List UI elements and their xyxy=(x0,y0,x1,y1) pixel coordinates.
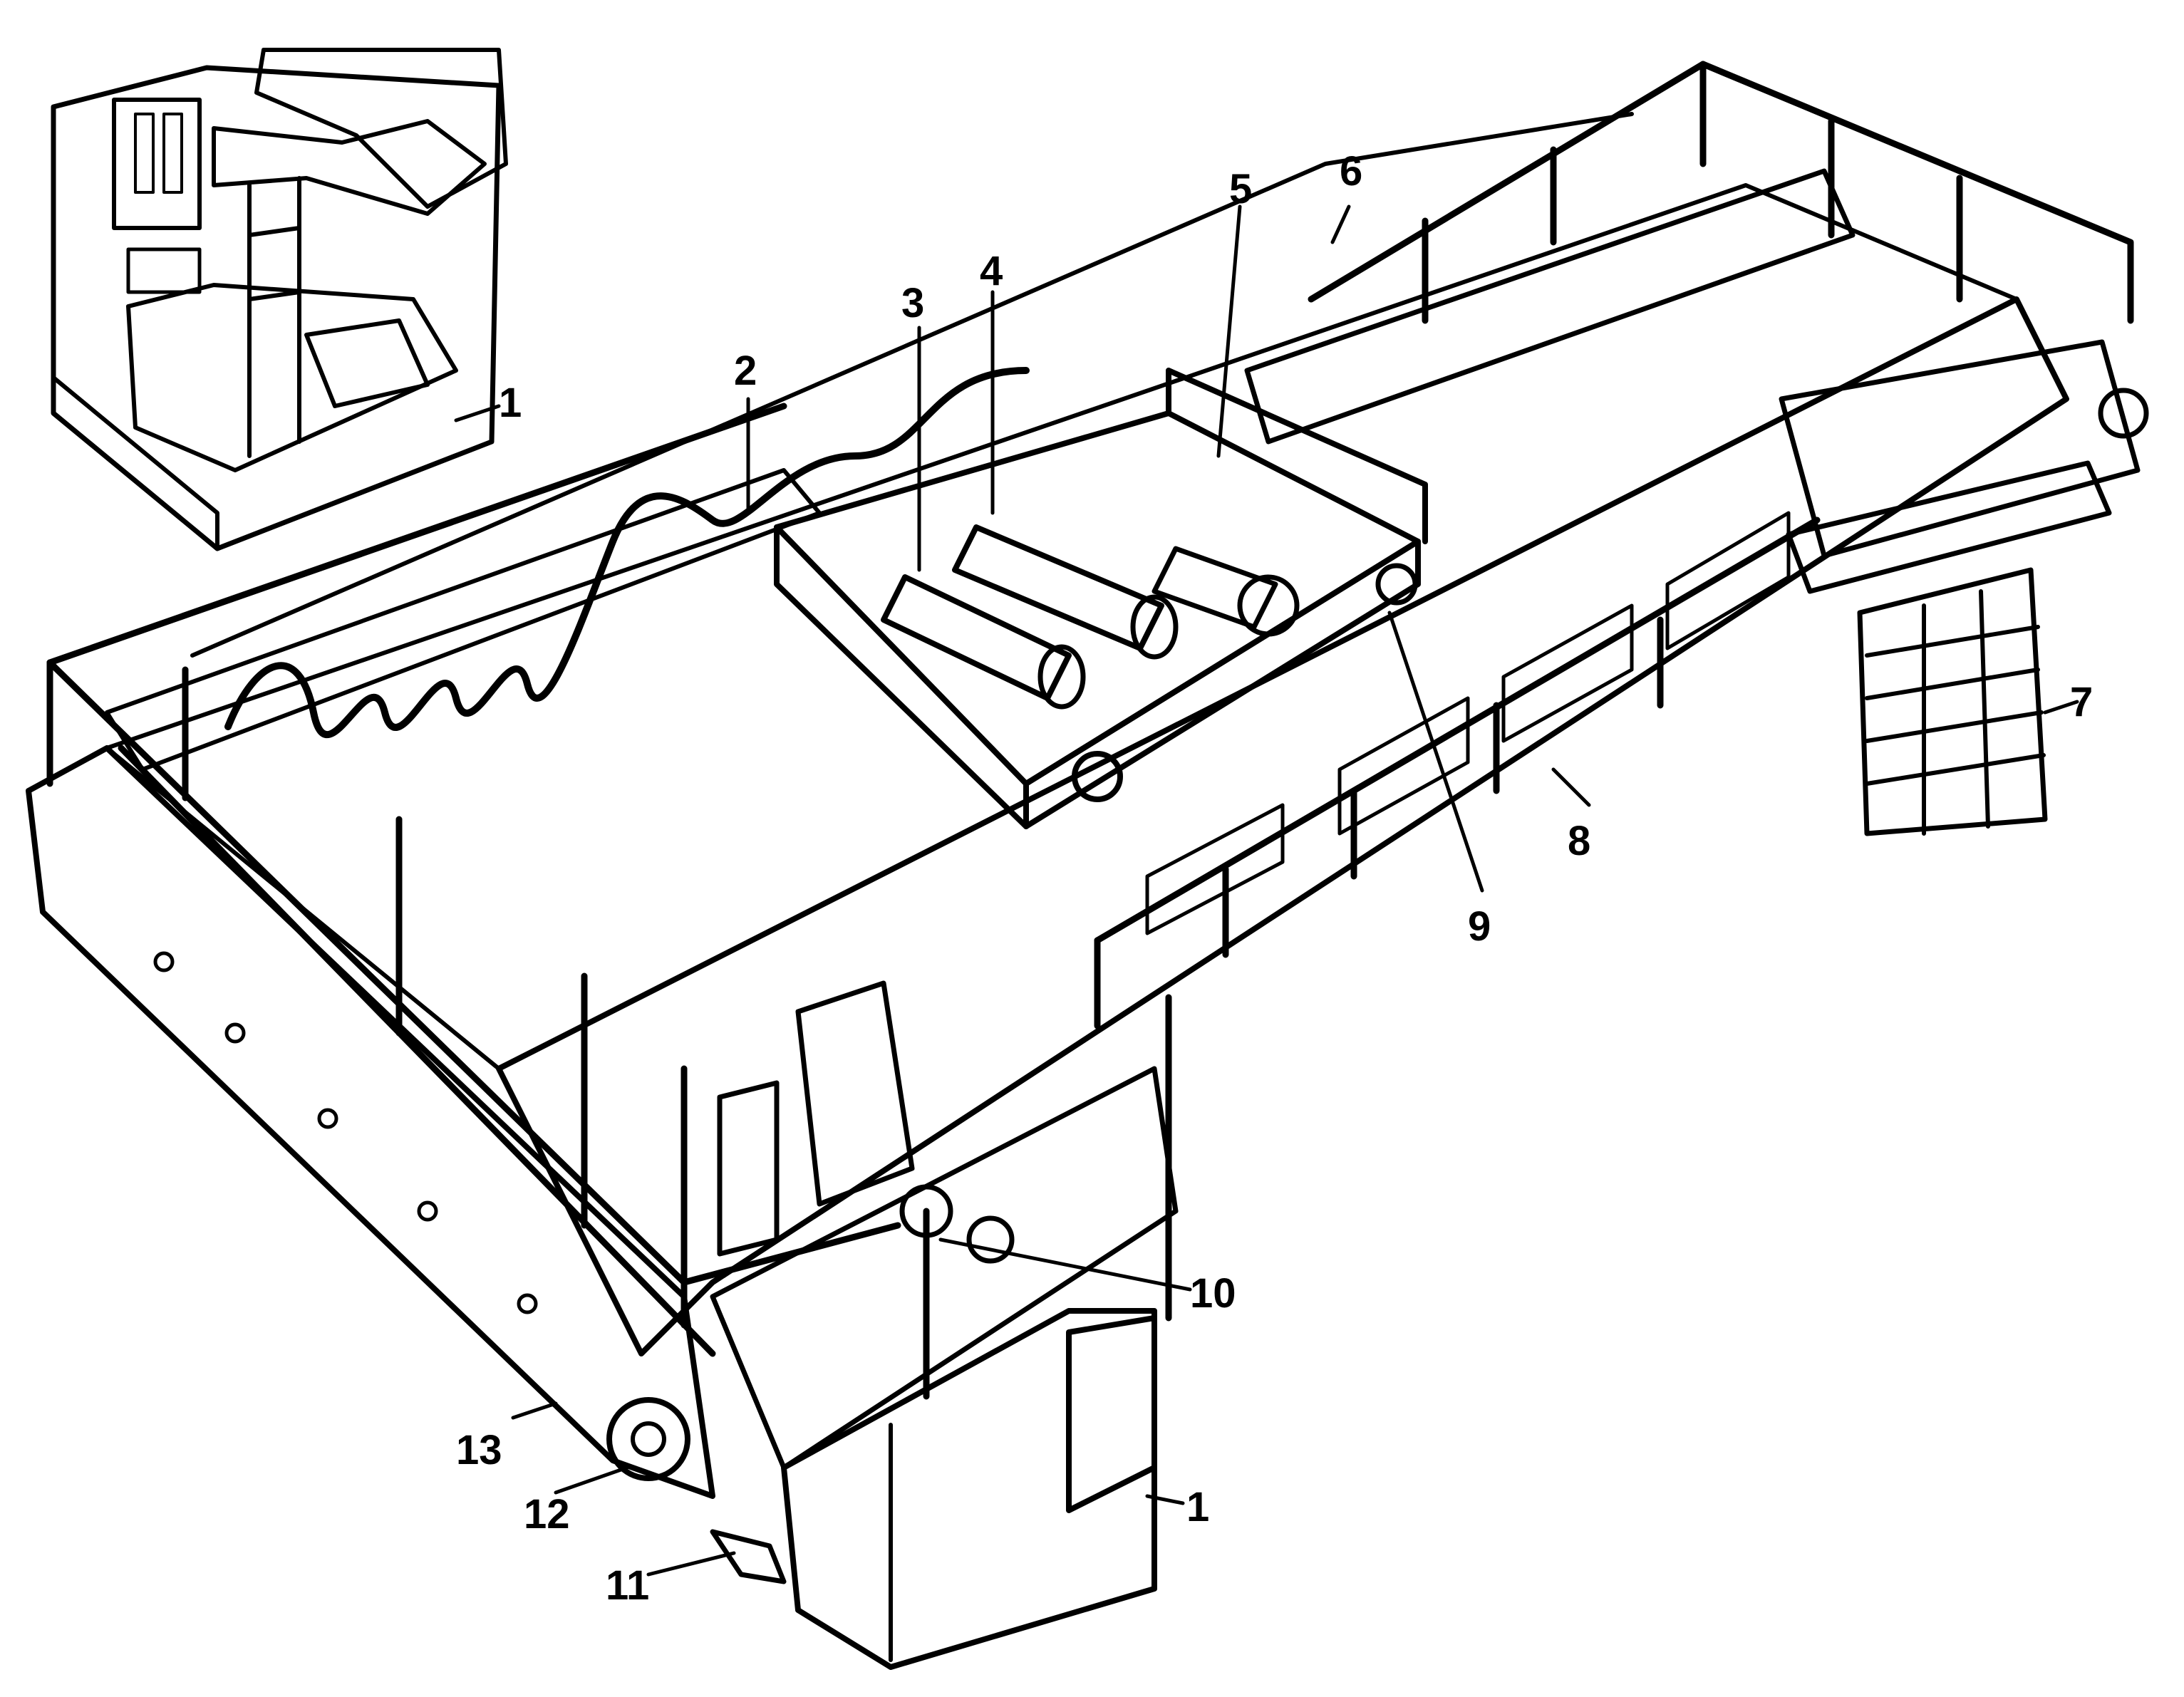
inset-cab-cutaway xyxy=(51,48,508,551)
crane-rail xyxy=(710,1529,787,1584)
trolley-wheel xyxy=(1072,751,1123,802)
leader-lines xyxy=(454,204,2079,1577)
label-6: 6 xyxy=(1340,148,1362,194)
hoist-motor xyxy=(1151,546,1300,637)
label-1-cab: 1 xyxy=(1186,1484,1209,1530)
far-end-carriage xyxy=(1779,339,2141,559)
label-3: 3 xyxy=(901,280,924,326)
label-4: 4 xyxy=(980,248,1003,294)
operator-cab xyxy=(781,1308,1157,1670)
label-1-inset: 1 xyxy=(499,380,522,426)
far-platform-ladder xyxy=(1786,460,2112,836)
label-5: 5 xyxy=(1229,166,1252,212)
label-2: 2 xyxy=(734,348,757,394)
power-cable xyxy=(190,112,1634,738)
bridge-deck xyxy=(105,183,2019,1071)
bridge-wheel xyxy=(606,1397,690,1481)
callout-labels: 1 2 3 4 5 6 7 8 9 10 11 12 13 1 xyxy=(456,148,2093,1609)
label-8: 8 xyxy=(1568,818,1590,864)
label-12: 12 xyxy=(524,1491,570,1537)
hoist-drum-right xyxy=(952,524,1179,660)
end-beam-holes xyxy=(153,951,538,1314)
main-girder xyxy=(496,296,2069,1356)
crane-bridge xyxy=(26,168,2149,1584)
label-7: 7 xyxy=(2070,679,2093,725)
bridge-drive-platform xyxy=(710,980,1179,1470)
label-9: 9 xyxy=(1468,903,1491,950)
far-girder xyxy=(1244,168,1856,445)
label-11: 11 xyxy=(606,1562,649,1609)
guard-rails xyxy=(46,61,2134,1400)
hoist-drum-left xyxy=(881,574,1086,710)
trolley xyxy=(774,368,1428,829)
end-beam xyxy=(26,745,715,1499)
label-13: 13 xyxy=(456,1427,502,1473)
label-10: 10 xyxy=(1190,1270,1236,1317)
